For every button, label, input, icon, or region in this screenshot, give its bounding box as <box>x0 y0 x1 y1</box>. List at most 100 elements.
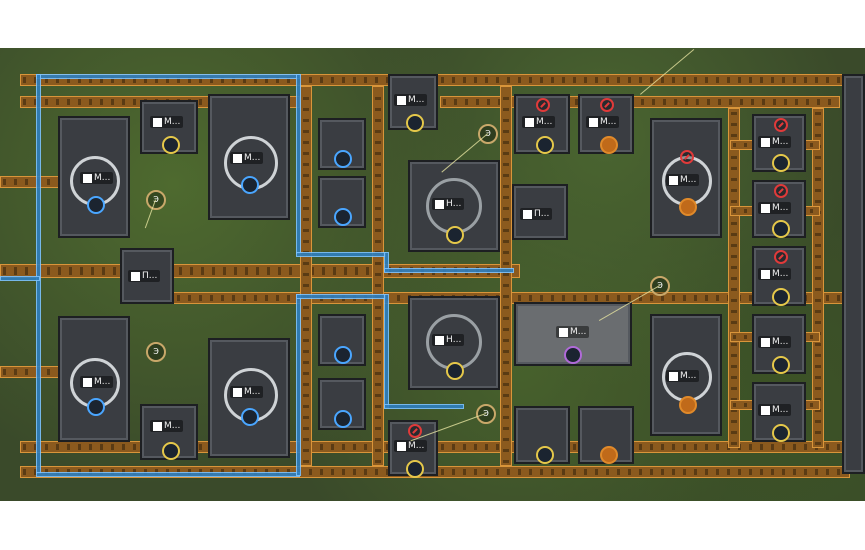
no-power-warning-icon <box>536 98 550 112</box>
fluid-pipe[interactable] <box>36 74 41 474</box>
assembler-icon <box>233 153 242 163</box>
research-facility[interactable]: М... <box>514 302 632 366</box>
conveyor-belt[interactable] <box>372 86 384 466</box>
fluid-pipe[interactable] <box>296 294 386 299</box>
machine-label: М... <box>94 377 111 387</box>
fluid-pipe[interactable] <box>296 74 301 254</box>
assembler[interactable]: М... <box>140 404 198 460</box>
fluid-pipe[interactable] <box>296 294 301 476</box>
power-pole-label: Э <box>657 281 663 290</box>
assembler-icon <box>761 269 770 279</box>
fluid-pipe[interactable] <box>36 74 300 79</box>
machine-label: М... <box>164 421 181 431</box>
fluid-pipe[interactable] <box>296 252 386 257</box>
fluid-pipe[interactable] <box>384 294 389 408</box>
assembler-icon <box>83 377 92 387</box>
chemical-plant[interactable]: М... <box>58 316 130 442</box>
machine-label: М... <box>536 117 553 127</box>
no-power-warning-icon <box>774 118 788 132</box>
machine-label: М... <box>772 269 789 279</box>
assembler[interactable]: М... <box>752 382 806 442</box>
no-power-warning-icon <box>774 250 788 264</box>
chemical-plant[interactable]: М... <box>650 118 722 238</box>
assembler[interactable] <box>318 378 366 430</box>
power-pole[interactable]: Э <box>146 190 166 210</box>
assembler[interactable]: М... <box>140 100 198 154</box>
smelter[interactable]: Н... <box>408 160 500 252</box>
conveyor-belt[interactable] <box>728 108 740 448</box>
chemical-plant[interactable]: М... <box>650 314 722 436</box>
power-pole-label: Э <box>153 347 159 356</box>
conveyor-belt[interactable] <box>500 86 512 466</box>
conveyor-belt[interactable] <box>0 176 60 188</box>
power-pole[interactable]: Э <box>476 404 496 424</box>
machine-label: М... <box>164 117 181 127</box>
power-pole-label: Э <box>485 129 491 138</box>
assembler[interactable] <box>318 176 366 228</box>
assembler-icon <box>761 203 770 213</box>
machine-label: М... <box>408 95 425 105</box>
lab-icon <box>523 209 532 219</box>
power-pole[interactable]: Э <box>146 342 166 362</box>
machine-label: Н... <box>446 199 462 209</box>
assembler-icon <box>761 405 770 415</box>
assembler[interactable]: М... <box>388 420 438 478</box>
assembler[interactable] <box>578 406 634 464</box>
no-power-warning-icon <box>600 98 614 112</box>
machine-label: М... <box>680 371 697 381</box>
conveyor-belt[interactable] <box>0 366 60 378</box>
no-power-warning-icon <box>774 184 788 198</box>
assembler[interactable] <box>514 406 570 464</box>
machine-label: М... <box>772 337 789 347</box>
machine-label: М... <box>244 387 261 397</box>
machine-label: М... <box>772 203 789 213</box>
lab-icon <box>559 327 568 337</box>
fluid-pipe[interactable] <box>0 276 40 281</box>
assembler[interactable]: М... <box>752 314 806 374</box>
machine-label: М... <box>772 137 789 147</box>
assembler-icon <box>761 137 770 147</box>
assembler[interactable]: М... <box>752 180 806 238</box>
fluid-pipe[interactable] <box>384 268 514 273</box>
assembler[interactable] <box>318 118 366 170</box>
assembler-icon <box>153 117 162 127</box>
conveyor-belt[interactable] <box>812 108 824 448</box>
machine-label: Н... <box>446 335 462 345</box>
assembler[interactable]: М... <box>514 94 570 154</box>
smelter-icon <box>435 335 444 345</box>
fluid-pipe[interactable] <box>36 472 300 477</box>
power-pole[interactable]: Э <box>478 124 498 144</box>
lab[interactable]: П... <box>512 184 568 240</box>
assembler[interactable]: М... <box>388 74 438 132</box>
chemical-plant[interactable]: М... <box>208 94 290 220</box>
fluid-pipe[interactable] <box>384 404 464 409</box>
edge-wall <box>842 74 865 474</box>
assembler[interactable] <box>318 314 366 366</box>
assembler[interactable]: М... <box>752 246 806 306</box>
no-power-warning-icon <box>408 424 422 438</box>
conveyor-belt[interactable] <box>300 86 312 466</box>
lab[interactable]: П... <box>120 248 174 304</box>
power-pole-label: Э <box>153 195 159 204</box>
machine-label: М... <box>772 405 789 415</box>
assembler-icon <box>589 117 598 127</box>
machine-label: М... <box>570 327 587 337</box>
power-pole[interactable]: Э <box>650 276 670 296</box>
assembler-icon <box>669 371 678 381</box>
assembler-icon <box>397 95 406 105</box>
lab-icon <box>131 271 140 281</box>
chemical-plant[interactable]: М... <box>58 116 130 238</box>
assembler[interactable]: М... <box>752 114 806 172</box>
machine-label: М... <box>600 117 617 127</box>
assembler-icon <box>669 175 678 185</box>
chemical-plant[interactable]: М... <box>208 338 290 458</box>
smelter-icon <box>435 199 444 209</box>
assembler-icon <box>83 173 92 183</box>
machine-label: М... <box>680 175 697 185</box>
smelter[interactable]: Н... <box>408 296 500 390</box>
factory-view[interactable]: М... М... М... М... М... М... Н... Н... <box>0 48 865 501</box>
assembler-icon <box>233 387 242 397</box>
machine-label: М... <box>94 173 111 183</box>
assembler-icon <box>525 117 534 127</box>
assembler[interactable]: М... <box>578 94 634 154</box>
